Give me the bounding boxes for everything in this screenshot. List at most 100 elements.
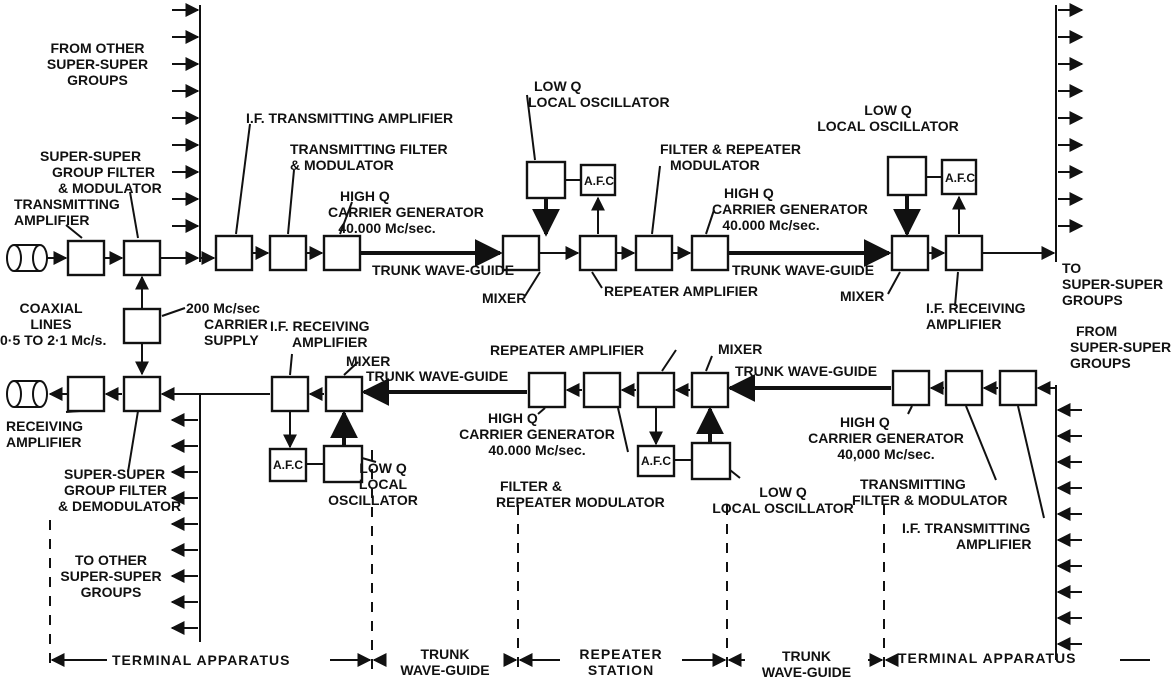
afc-label-d: A.F.C — [641, 454, 671, 468]
label-low-q-osc-c: LOW Q LOCAL OSCILLATOR — [318, 460, 428, 508]
text-line: SUPER-SUPER — [46, 56, 149, 72]
label-if-tx-amp-right: I.F. TRANSMITTING AMPLIFIER — [902, 520, 1031, 552]
label-trunk-waveguide-1: TRUNK WAVE-GUIDE — [372, 262, 515, 278]
text-line: FROM — [1076, 323, 1118, 339]
text-line: CARRIER — [204, 316, 268, 332]
label-repeater-amplifier-b: REPEATER AMPLIFIER — [490, 342, 645, 358]
section-trunk-waveguide-1: TRUNK WAVE-GUIDE — [385, 646, 505, 678]
label-if-transmitting-amplifier: I.F. TRANSMITTING AMPLIFIER — [246, 110, 454, 126]
text-line: GROUPS — [80, 584, 142, 600]
label-carrier-supply: 200 Mc/sec CARRIER SUPPLY — [186, 300, 268, 348]
label-low-q-osc-a: LOW Q LOCAL OSCILLATOR — [528, 78, 670, 110]
label-trunk-waveguide-4: TRUNK WAVE-GUIDE — [735, 363, 878, 379]
text-line: CARRIER GENERATOR — [712, 201, 868, 217]
text-line: 40,000 Mc/sec. — [837, 446, 935, 462]
text-line: AMPLIFIER — [292, 334, 368, 350]
text-line: FROM OTHER — [50, 40, 145, 56]
text-line: WAVE-GUIDE — [400, 662, 490, 678]
text-line: TO OTHER — [74, 552, 148, 568]
left-top-bus — [172, 3, 201, 262]
label-trunk-waveguide-3: TRUNK WAVE-GUIDE — [366, 368, 509, 384]
text-line: WAVE-GUIDE — [761, 664, 852, 680]
afc-label-b: A.F.C — [945, 171, 975, 185]
text-line: SUPER-SUPER — [64, 466, 166, 482]
label-high-q-carrier-c: HIGH Q CARRIER GENERATOR 40.000 Mc/sec. — [452, 410, 622, 458]
bottom-chain — [66, 369, 1056, 484]
text-line: FILTER & MODULATOR — [852, 492, 1008, 508]
text-line: HIGH Q — [724, 185, 774, 201]
text-line: AMPLIFIER — [6, 434, 82, 450]
label-high-q-carrier-a: HIGH Q CARRIER GENERATOR 40.000 Mc/sec. — [328, 188, 484, 236]
text-line: HIGH Q — [340, 188, 390, 204]
text-line: MODULATOR — [670, 157, 760, 173]
text-line: LOCAL OSCILLATOR — [817, 118, 959, 134]
carrier-supply — [122, 275, 162, 376]
label-high-q-carrier-b: HIGH Q CARRIER GENERATOR 40.000 Mc/sec. — [712, 185, 868, 233]
leader-lines — [65, 94, 1045, 519]
label-tx-filter-modulator-right: TRANSMITTING FILTER & MODULATOR — [852, 476, 1008, 508]
text-line: SUPER-SUPER — [60, 568, 162, 584]
label-mixer-a: MIXER — [482, 290, 527, 306]
text-line: I.F. TRANSMITTING — [902, 520, 1031, 536]
text-line: HIGH Q — [840, 414, 890, 430]
text-line: TRANSMITTING — [14, 196, 120, 212]
label-mixer-d: MIXER — [718, 341, 763, 357]
label-high-q-carrier-d: HIGH Q CARRIER GENERATOR 40,000 Mc/sec. — [800, 414, 972, 462]
label-from-ssg: FROM SUPER-SUPER GROUPS — [1070, 323, 1171, 371]
text-line: & MODULATOR — [290, 157, 394, 173]
coax-connector-top — [6, 244, 68, 272]
label-transmitting-filter: TRANSMITTING FILTER & MODULATOR — [290, 141, 448, 173]
label-repeater-amplifier-a: REPEATER AMPLIFIER — [604, 283, 759, 299]
text-line: OSCILLATOR — [328, 492, 418, 508]
text-line: GROUPS — [67, 72, 128, 88]
text-line: & MODULATOR — [58, 180, 162, 196]
text-line: SUPER-SUPER — [1062, 276, 1164, 292]
text-line: TO — [1062, 260, 1082, 276]
label-filter-repeater-modulator-b: FILTER & REPEATER MODULATOR — [496, 478, 665, 510]
left-bottom-bus — [170, 395, 201, 642]
right-top-bus — [1055, 3, 1084, 262]
text-line: GROUPS — [1070, 355, 1131, 371]
label-receiving-amplifier: RECEIVING AMPLIFIER — [6, 418, 83, 450]
text-line: GROUP FILTER — [52, 164, 155, 180]
section-dividers — [49, 450, 885, 672]
section-trunk-waveguide-2: TRUNK WAVE-GUIDE — [745, 648, 868, 680]
text-line: GROUPS — [1062, 292, 1123, 308]
text-line: LINES — [30, 316, 72, 332]
text-line: SUPER-SUPER — [1070, 339, 1171, 355]
label-filter-repeater-modulator-a: FILTER & REPEATER MODULATOR — [660, 141, 801, 173]
afc-label-c: A.F.C — [273, 458, 303, 472]
text-line: COAXIAL — [19, 300, 83, 316]
text-line: AMPLIFIER — [926, 316, 1002, 332]
label-trunk-waveguide-2: TRUNK WAVE-GUIDE — [732, 262, 875, 278]
top-chain — [66, 155, 1056, 277]
text-line: & DEMODULATOR — [58, 498, 182, 514]
coax-connector-bottom — [6, 380, 68, 408]
text-line: HIGH Q — [488, 410, 538, 426]
text-line: LOW Q — [359, 460, 407, 476]
text-line: 40.000 Mc/sec. — [488, 442, 586, 458]
text-line: LOCAL — [358, 476, 408, 492]
text-line: TRANSMITTING — [860, 476, 966, 492]
text-line: 200 Mc/sec — [186, 300, 260, 316]
text-line: LOW Q — [759, 484, 807, 500]
label-mixer-c: MIXER — [346, 353, 391, 369]
text-line: SUPPLY — [204, 332, 259, 348]
label-ssg-filter-modulator: SUPER-SUPER GROUP FILTER & MODULATOR — [40, 148, 162, 196]
text-line: REPEATER — [579, 646, 663, 662]
label-low-q-osc-b: LOW Q LOCAL OSCILLATOR — [808, 102, 968, 134]
text-line: LOCAL OSCILLATOR — [712, 500, 854, 516]
label-to-other-groups: TO OTHER SUPER-SUPER GROUPS — [56, 552, 166, 600]
label-to-ssg: TO SUPER-SUPER GROUPS — [1062, 260, 1163, 308]
text-line: REPEATER MODULATOR — [496, 494, 665, 510]
label-low-q-osc-d: LOW Q LOCAL OSCILLATOR — [708, 484, 858, 516]
label-from-other-groups: FROM OTHER SUPER-SUPER GROUPS — [40, 40, 155, 88]
text-line: LOCAL OSCILLATOR — [528, 94, 670, 110]
label-coaxial-lines: COAXIAL LINES 0·5 TO 2·1 Mc/s. — [0, 300, 107, 348]
text-line: 40.000 Mc/sec. — [722, 217, 820, 233]
text-line: CARRIER GENERATOR — [328, 204, 484, 220]
text-line: 0·5 TO 2·1 Mc/s. — [0, 332, 107, 348]
text-line: SUPER-SUPER — [40, 148, 142, 164]
text-line: AMPLIFIER — [956, 536, 1032, 552]
